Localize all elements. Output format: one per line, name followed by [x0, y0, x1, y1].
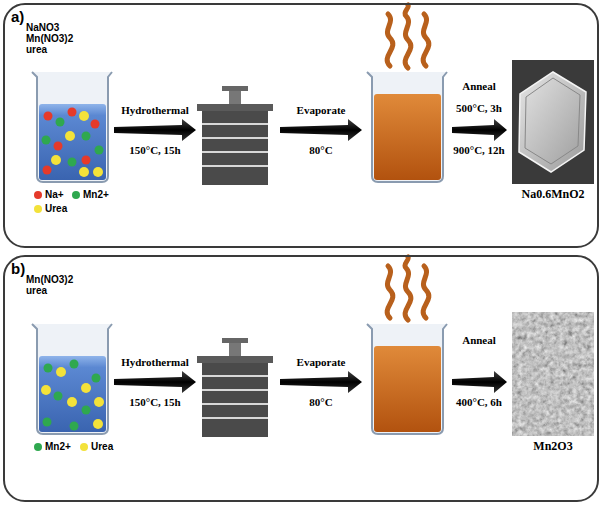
- product-image-box: Na0.6MnO2: [510, 60, 596, 202]
- legend-text: Mn2+: [83, 189, 109, 200]
- step-label: 80°C: [309, 144, 332, 156]
- step-label: Hydrothermal: [121, 104, 189, 116]
- step-label: 900°C, 12h: [453, 144, 504, 156]
- panel-letter: b): [11, 260, 25, 277]
- legend-swatch: [34, 191, 42, 199]
- legend-text: Na+: [45, 189, 64, 200]
- reagent-list: NaNO3 Mn(NO3)2 urea: [26, 22, 84, 55]
- legend-item: Urea: [80, 441, 113, 452]
- step-label: Anneal: [462, 80, 496, 92]
- legend-item: Mn2+: [34, 441, 71, 452]
- legend-item: Mn2+: [72, 189, 109, 200]
- legend-swatch: [80, 443, 88, 451]
- legend-item: Na+: [34, 189, 64, 200]
- legend-text: Urea: [45, 203, 67, 214]
- legend-swatch: [34, 205, 42, 213]
- step-label: 150°C, 15h: [129, 396, 180, 408]
- step-label: Evaporate: [297, 104, 346, 116]
- step-label: 80°C: [309, 396, 332, 408]
- legend-item: Urea: [34, 203, 67, 214]
- product-name: Na0.6MnO2: [510, 187, 596, 202]
- panel-frame: b) Mn2O3: [3, 255, 599, 502]
- reagent-list: Mn(NO3)2 urea: [26, 274, 84, 296]
- step-label: Evaporate: [297, 356, 346, 368]
- panel-letter: a): [11, 8, 24, 25]
- step-label: Anneal: [462, 334, 496, 346]
- panel-frame: a) Na0.6MnO2: [3, 3, 599, 248]
- legend-text: Mn2+: [45, 441, 71, 452]
- step-label: Hydrothermal: [121, 356, 189, 368]
- step-label: 150°C, 15h: [129, 144, 180, 156]
- legend-text: Urea: [91, 441, 113, 452]
- product-image-box: Mn2O3: [510, 312, 596, 454]
- step-label: 500°C, 3h: [456, 102, 502, 114]
- legend-swatch: [34, 443, 42, 451]
- legend-swatch: [72, 191, 80, 199]
- step-label: 400°C, 6h: [456, 396, 502, 408]
- product-name: Mn2O3: [510, 439, 596, 454]
